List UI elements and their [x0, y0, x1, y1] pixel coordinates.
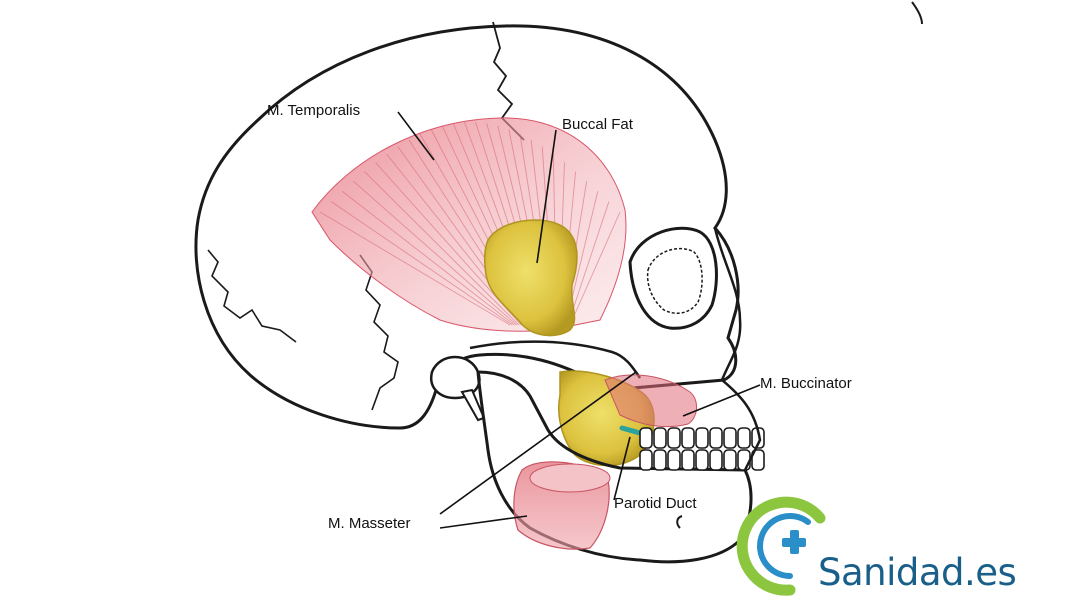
tooth [639, 427, 653, 449]
temporalis-fiber [341, 190, 515, 326]
maxilla-outline [713, 227, 762, 471]
orbit-shadow [646, 247, 703, 315]
sanidad-logo-text: Sanidad.es [818, 551, 1017, 594]
tooth [667, 449, 681, 471]
masseter-cut-surface [529, 463, 611, 493]
mental-foramen [676, 515, 683, 529]
tooth [737, 449, 751, 471]
mastoid-process [429, 355, 481, 400]
tooth [737, 427, 751, 449]
tooth [667, 427, 681, 449]
tooth [681, 449, 695, 471]
temporalis-fiber [364, 171, 520, 326]
tooth [639, 449, 653, 471]
leader-masseter-upper [439, 371, 637, 515]
label-buccal-fat: Buccal Fat [562, 116, 633, 133]
temporalis-fiber [567, 201, 610, 326]
tooth [751, 449, 765, 471]
leader-buccal-fat [536, 129, 557, 264]
temporalis-fiber [319, 211, 511, 326]
leader-masseter-lower [439, 515, 528, 529]
temporalis-muscle [311, 117, 627, 332]
mandible-outline [476, 370, 753, 564]
temporalis-fiber [569, 211, 621, 326]
upper-teeth [639, 427, 765, 449]
leader-buccinator [682, 384, 761, 417]
tooth [709, 427, 723, 449]
tooth [681, 427, 695, 449]
tooth [653, 427, 667, 449]
buccinator-muscle [604, 374, 697, 428]
logo-ring [736, 496, 826, 596]
lambdoid-suture [207, 249, 297, 343]
label-masseter: M. Masseter [328, 515, 411, 532]
tooth [695, 449, 709, 471]
tooth [709, 449, 723, 471]
lower-teeth [639, 449, 765, 471]
buccal-fat-pad [483, 219, 578, 337]
medical-cross-icon [782, 530, 806, 554]
zygomatic-arch [469, 340, 642, 379]
tooth [723, 449, 737, 471]
temporalis-fiber [330, 201, 513, 326]
label-parotid-duct: Parotid Duct [614, 495, 697, 512]
sanidad-logo-mark [736, 496, 826, 596]
label-buccinator: M. Buccinator [760, 375, 852, 392]
corner-mark [911, 1, 923, 25]
tooth [695, 427, 709, 449]
tooth [653, 449, 667, 471]
label-temporalis: M. Temporalis [267, 102, 361, 119]
squamosal-suture [359, 254, 399, 411]
parotid-duct [619, 425, 643, 436]
leader-temporalis [397, 111, 435, 161]
temporalis-fiber [353, 180, 517, 326]
logo-ring-inner [757, 513, 811, 579]
tooth [723, 427, 737, 449]
leader-parotid-duct [613, 436, 631, 501]
